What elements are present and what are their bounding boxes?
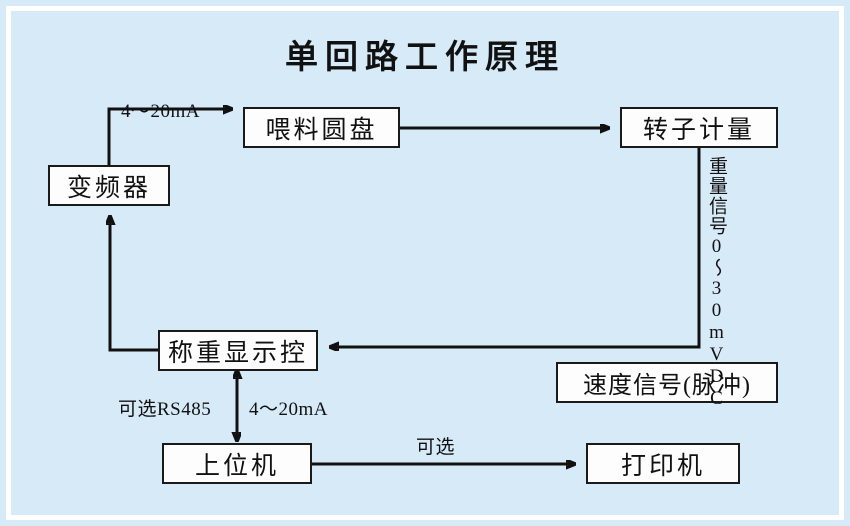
node-printer[interactable]: 打印机 xyxy=(586,443,740,484)
label-host-to-printer: 可选 xyxy=(416,437,456,458)
node-host-computer[interactable]: 上位机 xyxy=(162,443,312,484)
label-host-current: 4～20mA xyxy=(249,399,329,420)
wire-weighing-to-inverter xyxy=(110,216,158,352)
node-weighing-display[interactable]: 称重显示控 xyxy=(158,330,318,371)
label-host-rs485: 可选RS485 xyxy=(118,399,212,420)
node-feeder-disc[interactable]: 喂料圆盘 xyxy=(243,107,400,148)
node-rotor-meter[interactable]: 转子计量 xyxy=(620,107,778,148)
label-inverter-to-feeder: 4～20mA xyxy=(121,101,201,122)
node-inverter[interactable]: 变频器 xyxy=(48,165,170,206)
page-title: 单回路工作原理 xyxy=(285,37,565,76)
node-speed-signal[interactable]: 速度信号(脉冲) xyxy=(556,362,778,403)
wire-rotor-to-weighing xyxy=(330,148,701,347)
wire-inverter-to-feeder xyxy=(107,109,232,165)
label-rotor-to-weighing: 重量信号0～30mVDC xyxy=(706,156,727,410)
